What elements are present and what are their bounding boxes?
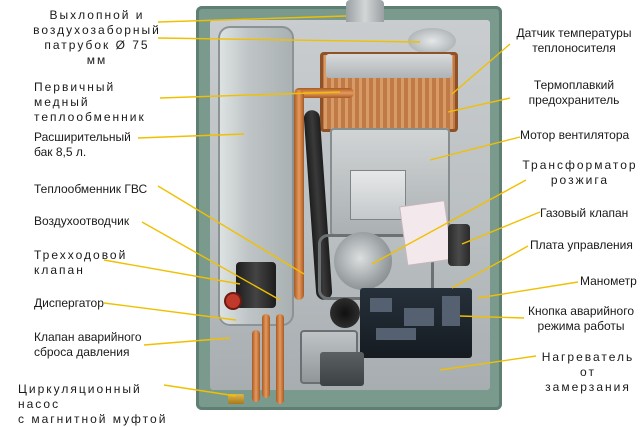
- leader-flue: [157, 15, 347, 23]
- label-temp-sensor: Датчик температуры теплоносителя: [516, 26, 632, 55]
- leader-control-board: [451, 245, 529, 289]
- label-pressure-relief: Клапан аварийного сброса давления: [34, 330, 142, 359]
- air-intake-opening: [408, 28, 456, 54]
- brass-fitting: [228, 394, 244, 404]
- label-emergency-button: Кнопка аварийного режима работы: [527, 304, 635, 333]
- leader-emergency-button: [459, 315, 525, 319]
- leader-manometer: [477, 281, 579, 299]
- label-ignition-transformer: Трансформатор розжига: [522, 158, 638, 187]
- leader-air-vent: [141, 221, 281, 301]
- leader-flue-2: [157, 37, 421, 43]
- board-chip: [404, 308, 434, 326]
- pump-terminal-box: [320, 352, 364, 386]
- label-gas-valve: Газовый клапан: [540, 206, 629, 220]
- label-air-vent: Воздухоотводчик: [34, 214, 130, 228]
- label-expansion-tank: Расширительный бак 8,5 л.: [34, 130, 131, 159]
- leader-ignition: [371, 179, 527, 265]
- copper-pipe-bottom: [262, 314, 270, 398]
- leader-primary-exchanger: [159, 91, 341, 99]
- exchanger-cover: [326, 54, 452, 78]
- leader-dispenser: [103, 302, 237, 321]
- leader-temp-sensor: [451, 43, 511, 95]
- label-control-board: Плата управления: [530, 238, 633, 252]
- leader-three-way: [103, 259, 241, 285]
- board-chip: [442, 296, 460, 326]
- copper-pipe-bottom: [276, 314, 284, 404]
- leader-dhw-exchanger: [157, 185, 305, 275]
- flue-pipe: [346, 0, 384, 22]
- leader-pressure-relief: [143, 337, 231, 346]
- label-frost-heater: Нагреватель от замерзания: [541, 350, 635, 394]
- copper-pipe-vertical: [294, 90, 304, 300]
- leader-expansion-tank: [137, 133, 245, 139]
- manometer-gauge: [330, 298, 360, 328]
- gas-valve: [448, 224, 470, 266]
- three-way-valve: [236, 262, 276, 308]
- label-dispenser: Диспергатор: [34, 296, 104, 310]
- leader-fuse: [447, 97, 511, 113]
- label-circ-pump: Циркуляционный насос с магнитной муфтой: [18, 382, 168, 426]
- pressure-relief-valve: [226, 294, 240, 308]
- leader-fan-motor: [429, 136, 521, 161]
- board-chip: [370, 298, 392, 312]
- label-three-way-valve: Трехходовой клапан: [34, 248, 128, 277]
- label-dhw-exchanger: Теплообменник ГВС: [34, 182, 148, 196]
- control-board: [360, 288, 472, 358]
- leader-circ-pump: [163, 384, 237, 397]
- leader-frost-heater: [439, 355, 537, 371]
- copper-pipe-bottom: [252, 330, 260, 402]
- label-fan-motor: Мотор вентилятора: [520, 128, 630, 142]
- leader-gas-valve: [461, 211, 541, 245]
- board-chip: [376, 328, 416, 340]
- label-fuse: Термоплавкий предохранитель: [528, 78, 620, 107]
- label-flue: Выхлопной и воздухозаборный патрубок Ø 7…: [33, 8, 161, 67]
- label-primary-exchanger: Первичный медный теплообменник: [34, 80, 146, 124]
- fan-motor: [334, 232, 392, 290]
- label-manometer: Манометр: [580, 274, 637, 288]
- chamber-plate: [350, 170, 406, 220]
